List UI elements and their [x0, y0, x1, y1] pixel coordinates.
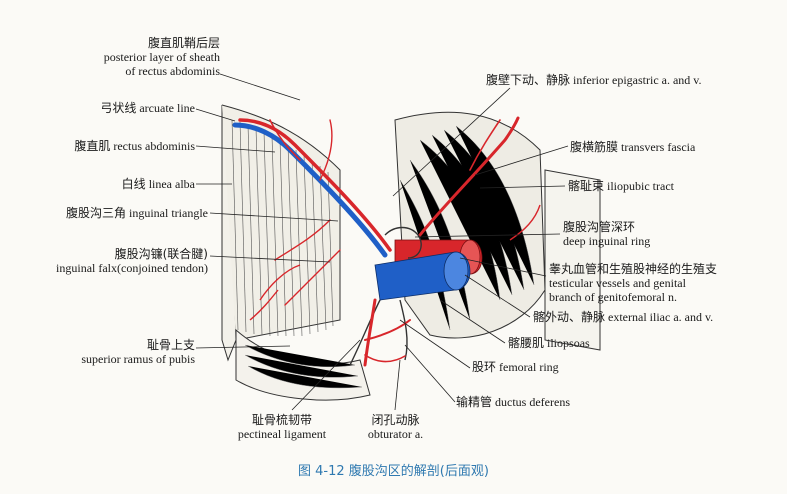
label-ductus-en: ductus deferens	[495, 395, 570, 409]
label-testicular-cn: 睾丸血管和生殖股神经的生殖支	[549, 262, 718, 276]
label-femoral-ring: 股环 femoral ring	[472, 360, 559, 374]
minor-vessels	[249, 204, 541, 321]
label-iliopubic-cn: 髂耻束	[568, 179, 605, 193]
label-arcuate: 弓状线 arcuate line	[20, 101, 195, 115]
label-ductus-cn: 输精管	[456, 395, 493, 409]
label-obturator-en: obturator a.	[367, 427, 424, 441]
label-femoral-ring-en: femoral ring	[499, 360, 559, 374]
label-inguinal-falx-en: inguinal falx(conjoined tendon)	[56, 261, 208, 275]
label-pectineal-en: pectineal ligament	[237, 427, 327, 441]
label-rectus: 腹直肌 rectus abdominis	[20, 139, 195, 153]
label-linea-alba-en: linea alba	[148, 177, 195, 191]
label-testicular-en2: branch of genitofemoral n.	[549, 290, 677, 304]
label-posterior-sheath-cn: 腹直肌鞘后层	[147, 36, 220, 50]
label-pectineal-cn: 耻骨梳韧带	[251, 413, 312, 427]
label-transvers-en: transvers fascia	[621, 140, 696, 154]
label-rectus-en: rectus abdominis	[113, 139, 195, 153]
label-ductus: 输精管 ductus deferens	[456, 395, 570, 409]
label-posterior-sheath-en2: of rectus abdominis	[125, 64, 220, 78]
external-iliac-vein	[374, 251, 471, 301]
label-testicular-en1: testicular vessels and genital	[549, 276, 686, 290]
label-linea-alba: 白线 linea alba	[20, 177, 195, 191]
label-inguinal-falx: 腹股沟镰(联合腱) inguinal falx(conjoined tendon…	[10, 247, 208, 275]
label-inguinal-triangle: 腹股沟三角 inguinal triangle	[10, 206, 208, 220]
label-obturator-cn: 闭孔动脉	[371, 413, 420, 427]
label-pubis-cn: 耻骨上支	[146, 338, 195, 352]
ductus-deferens	[349, 226, 422, 366]
label-deep-ring-en: deep inguinal ring	[563, 234, 651, 248]
testicular-vessels	[418, 116, 520, 237]
label-testicular: 睾丸血管和生殖股神经的生殖支 testicular vessels and ge…	[549, 262, 717, 304]
label-external-iliac-cn: 髂外动、静脉	[533, 310, 606, 324]
label-deep-ring-cn: 腹股沟管深环	[563, 220, 636, 234]
label-transvers-cn: 腹横筋膜	[570, 140, 619, 154]
label-arcuate-en: arcuate line	[139, 101, 195, 115]
label-femoral-ring-cn: 股环	[472, 360, 497, 374]
label-arcuate-cn: 弓状线	[100, 101, 137, 115]
label-inguinal-triangle-cn: 腹股沟三角	[66, 206, 127, 220]
label-iliopsoas-en: iliopsoas	[547, 336, 590, 350]
label-rectus-cn: 腹直肌	[74, 139, 111, 153]
rectus-texture	[231, 119, 334, 337]
label-epigastric-en: inferior epigastric a. and v.	[573, 73, 702, 87]
label-inguinal-falx-cn: 腹股沟镰(联合腱)	[114, 247, 208, 261]
label-iliopsoas-cn: 髂腰肌	[508, 336, 545, 350]
label-iliopubic: 髂耻束 iliopubic tract	[568, 179, 674, 193]
label-pubis: 耻骨上支 superior ramus of pubis	[20, 338, 195, 366]
label-transvers: 腹横筋膜 transvers fascia	[570, 140, 695, 154]
label-posterior-sheath-en1: posterior layer of sheath	[103, 50, 220, 64]
label-pectineal: 耻骨梳韧带 pectineal ligament	[222, 413, 342, 441]
label-obturator: 闭孔动脉 obturator a.	[348, 413, 443, 441]
label-external-iliac-en: external iliac a. and v.	[608, 310, 714, 324]
label-external-iliac: 髂外动、静脉 external iliac a. and v.	[533, 310, 713, 324]
obturator-artery	[363, 298, 411, 367]
label-linea-alba-cn: 白线	[121, 177, 146, 191]
inferior-epigastric-vessels	[232, 118, 392, 306]
leader-lines	[195, 73, 569, 411]
label-posterior-sheath: 腹直肌鞘后层 posterior layer of sheath of rect…	[20, 36, 220, 78]
label-iliopsoas: 髂腰肌 iliopsoas	[508, 336, 590, 350]
label-pubis-en: superior ramus of pubis	[81, 352, 195, 366]
label-inguinal-triangle-en: inguinal triangle	[129, 206, 208, 220]
label-epigastric-cn: 腹壁下动、静脉	[486, 73, 571, 87]
label-iliopubic-en: iliopubic tract	[607, 179, 674, 193]
label-deep-ring: 腹股沟管深环 deep inguinal ring	[563, 220, 650, 248]
label-epigastric: 腹壁下动、静脉 inferior epigastric a. and v.	[486, 73, 702, 87]
figure-caption: 图 4-12 腹股沟区的解剖(后面观)	[298, 464, 489, 479]
